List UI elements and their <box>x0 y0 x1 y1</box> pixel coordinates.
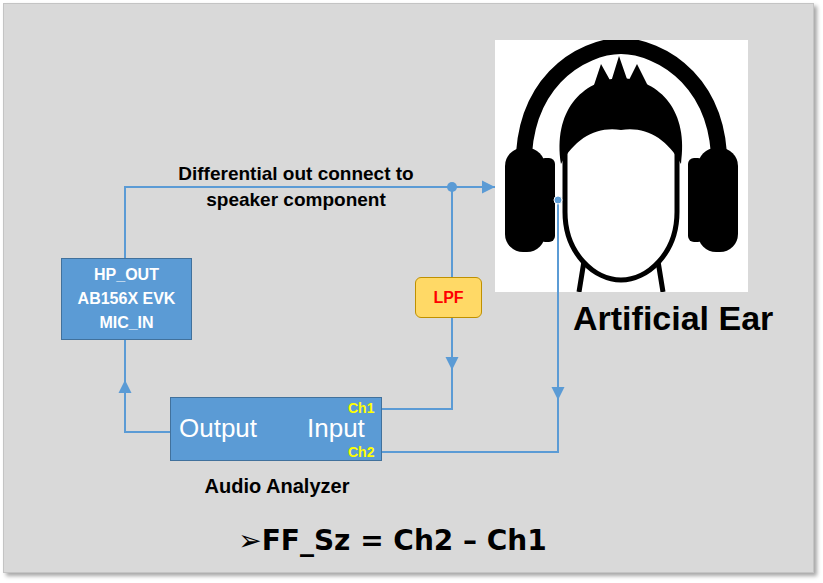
node-text: AB156X EVK <box>78 290 176 308</box>
mic-point <box>554 196 562 204</box>
arrowhead <box>482 181 495 194</box>
ear-pad <box>539 158 555 242</box>
hair <box>560 78 683 164</box>
connector-line <box>382 318 452 409</box>
arrowhead <box>552 387 565 400</box>
node-text: Audio Analyzer <box>171 474 383 498</box>
node-text: Artificial Ear <box>573 298 773 338</box>
node-text: Ch1 <box>348 401 374 416</box>
evk-box: HP_OUT AB156X EVK MIC_IN <box>61 258 192 340</box>
filter-box: LPF <box>415 277 482 318</box>
node-text: Input <box>307 413 365 443</box>
node-text: Ch2 <box>348 445 374 460</box>
arrowhead <box>119 380 132 393</box>
node-text: Output <box>179 413 257 443</box>
head-illustration <box>495 40 748 292</box>
analyzer-box: OutputInputCh1Ch2Audio Analyzer <box>170 397 382 461</box>
mic-lead <box>557 200 559 292</box>
edge-label: Differential out connect to speaker comp… <box>151 161 441 213</box>
connector <box>382 318 459 409</box>
caption: ➢FF_Sz = Ch2 – Ch1 <box>0 524 785 558</box>
artificial-ear: Artificial Ear <box>495 40 748 292</box>
node-text: MIC_IN <box>99 314 153 332</box>
hair-spikes <box>593 56 649 88</box>
ear-pad <box>688 158 704 242</box>
illustration-ground <box>495 40 748 292</box>
connector <box>119 340 171 432</box>
node-text: LPF <box>433 289 463 307</box>
junction-dot <box>447 182 457 192</box>
arrowhead <box>446 357 459 370</box>
connector-line <box>125 340 170 432</box>
node-text: HP_OUT <box>94 266 159 284</box>
